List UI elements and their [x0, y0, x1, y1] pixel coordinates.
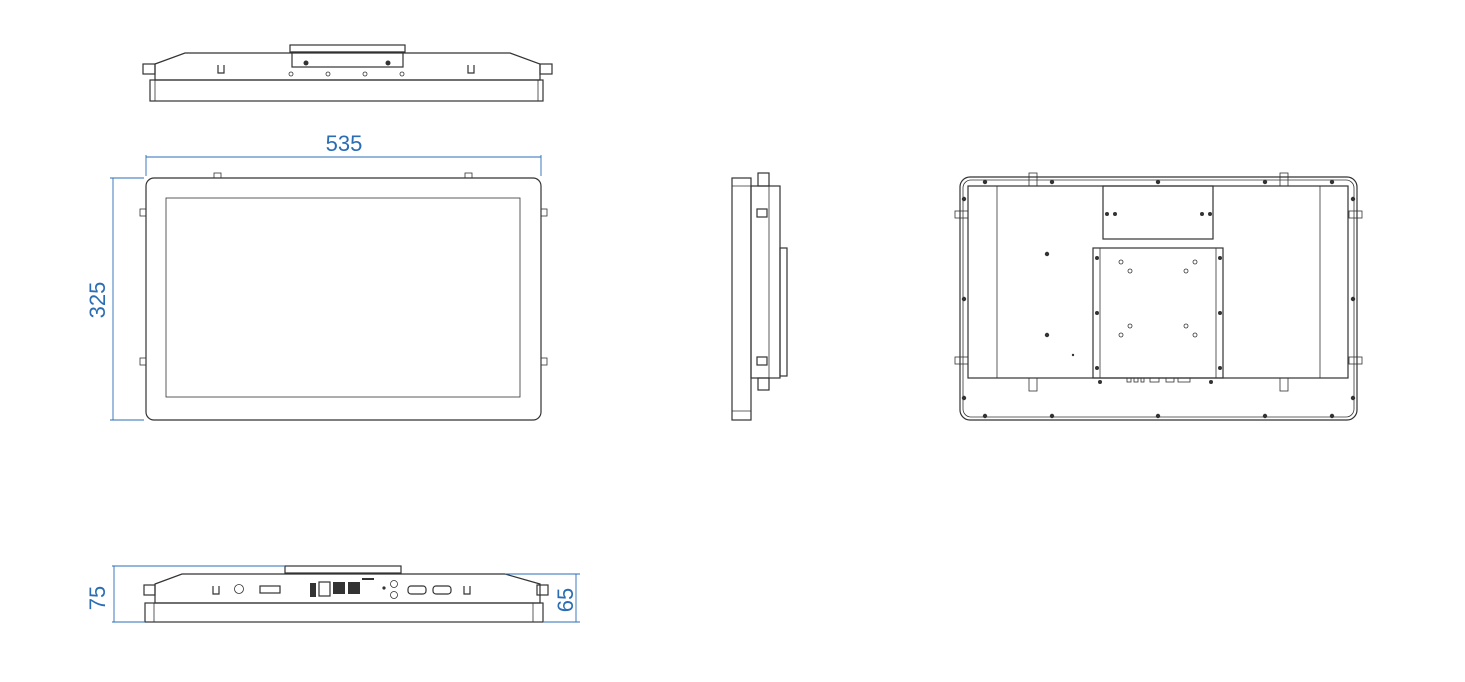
width-dimension: 535: [326, 131, 363, 156]
bottom-view: 75 65: [85, 565, 580, 623]
top-view: [142, 44, 553, 102]
total-depth-dimension: 75: [85, 586, 110, 610]
side-view: [731, 172, 788, 421]
front-view: 535 325: [85, 131, 548, 421]
body-depth-dimension: 65: [553, 588, 578, 612]
rear-view: [954, 172, 1363, 421]
height-dimension: 325: [85, 282, 110, 319]
